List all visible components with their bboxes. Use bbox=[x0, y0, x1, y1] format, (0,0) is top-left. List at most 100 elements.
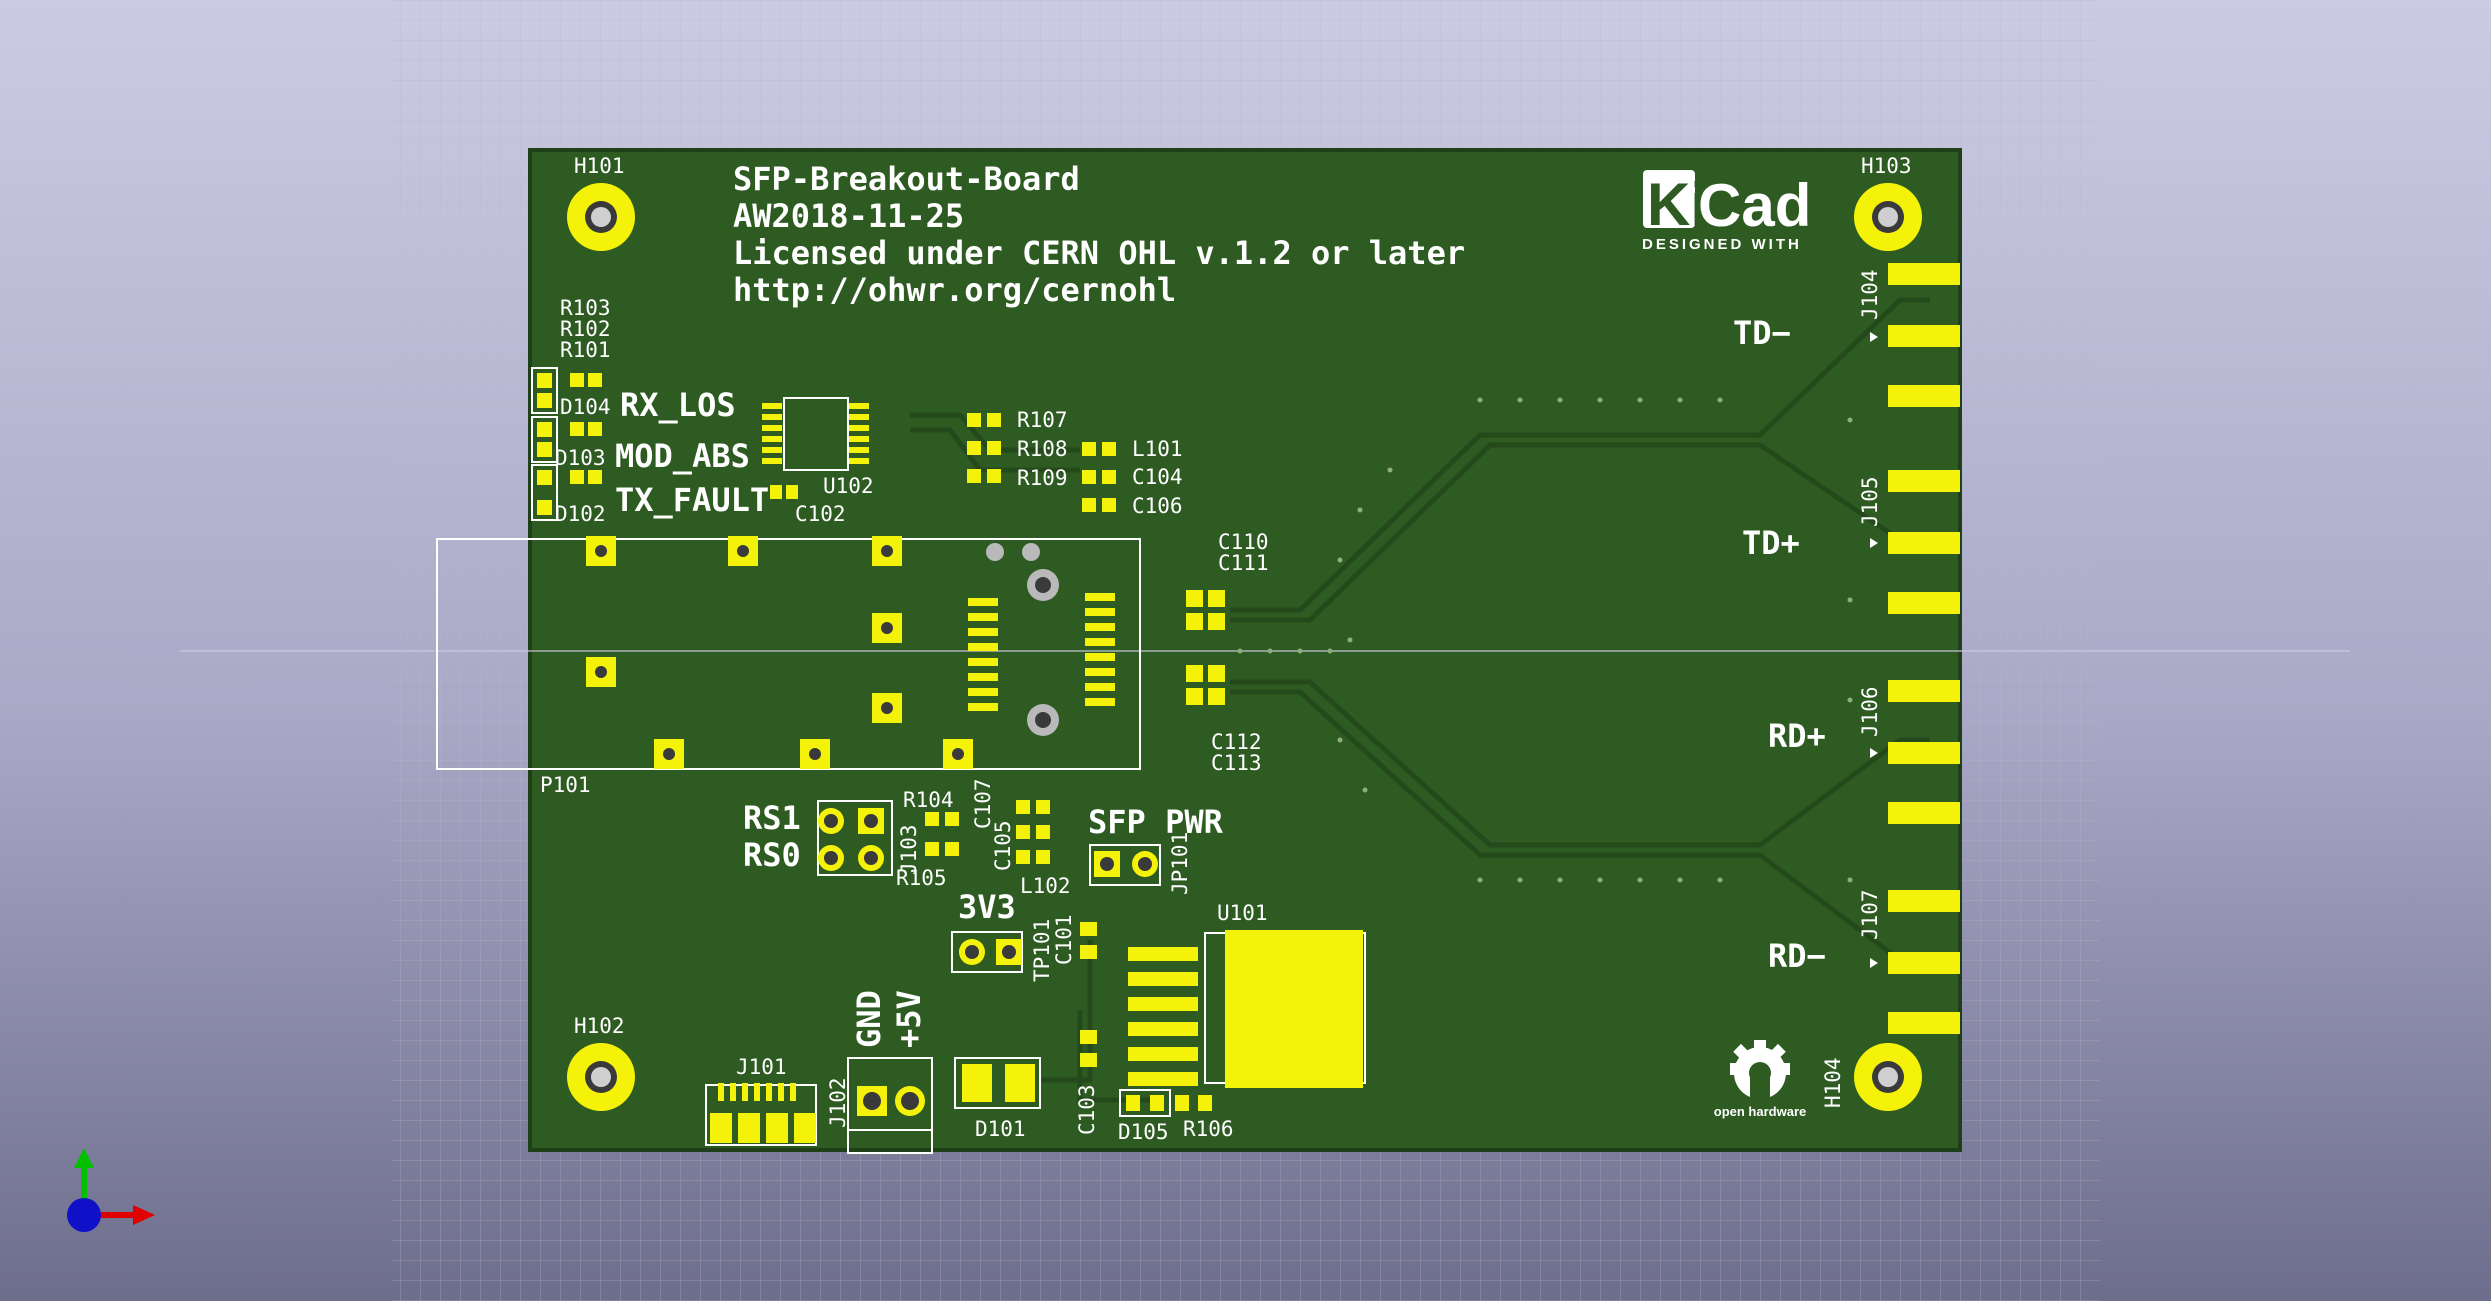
d105-outline bbox=[1119, 1089, 1171, 1117]
u101-regulator bbox=[1128, 930, 1366, 1088]
kicad-logo: Ki Cad DESIGNED WITH bbox=[1642, 170, 1811, 253]
svg-text:RD−: RD− bbox=[1768, 937, 1826, 975]
u102-footprint bbox=[762, 397, 869, 499]
axis-y-arrow-icon bbox=[74, 1148, 94, 1168]
svg-text:C106: C106 bbox=[1132, 494, 1183, 518]
svg-text:C107: C107 bbox=[971, 778, 995, 829]
svg-text:3V3: 3V3 bbox=[958, 888, 1016, 926]
svg-text:U101: U101 bbox=[1217, 901, 1268, 925]
svg-text:C103: C103 bbox=[1075, 1084, 1099, 1135]
svg-text:R105: R105 bbox=[896, 866, 947, 890]
svg-text:R108: R108 bbox=[1017, 437, 1068, 461]
svg-text:D102: D102 bbox=[555, 502, 606, 526]
tp101-testpoint bbox=[951, 931, 1023, 973]
passive-pads-mid bbox=[925, 800, 1050, 864]
pin1-markers bbox=[1870, 332, 1878, 968]
net-labels: RX_LOS MOD_ABS TX_FAULT TD− TD+ RD+ RD− … bbox=[615, 314, 1826, 1048]
svg-text:D103: D103 bbox=[555, 446, 606, 470]
svg-text:R107: R107 bbox=[1017, 408, 1068, 432]
svg-text:J101: J101 bbox=[736, 1055, 787, 1079]
svg-text:H104: H104 bbox=[1821, 1057, 1845, 1108]
svg-text:Cad: Cad bbox=[1698, 172, 1811, 239]
svg-text:R103: R103 bbox=[560, 296, 611, 320]
board-title: SFP-Breakout-Board bbox=[733, 160, 1080, 198]
board-date: AW2018-11-25 bbox=[733, 197, 964, 235]
svg-text:H103: H103 bbox=[1861, 154, 1912, 178]
board-license: Licensed under CERN OHL v.1.2 or later bbox=[733, 234, 1465, 272]
svg-text:L102: L102 bbox=[1020, 874, 1071, 898]
edge-pads bbox=[1888, 263, 1960, 1034]
svg-text:Ki: Ki bbox=[1647, 171, 1707, 238]
svg-text:J103: J103 bbox=[897, 824, 921, 875]
decoupling-pads bbox=[1080, 922, 1097, 1067]
svg-text:RD+: RD+ bbox=[1768, 717, 1826, 755]
svg-text:RX_LOS: RX_LOS bbox=[620, 386, 736, 424]
ac-coupling-caps bbox=[1186, 590, 1225, 705]
svg-text:J102: J102 bbox=[826, 1077, 850, 1128]
svg-text:R101: R101 bbox=[560, 338, 611, 362]
svg-text:R109: R109 bbox=[1017, 466, 1068, 490]
svg-text:TP101: TP101 bbox=[1030, 919, 1054, 982]
board-title-block: SFP-Breakout-Board AW2018-11-25 Licensed… bbox=[733, 160, 1465, 309]
svg-text:P101: P101 bbox=[540, 773, 591, 797]
mounting-holes bbox=[567, 183, 1922, 1111]
svg-text:R104: R104 bbox=[903, 788, 954, 812]
mounting-hole-h102 bbox=[567, 1043, 635, 1111]
svg-text:TD−: TD− bbox=[1733, 314, 1791, 352]
svg-text:R106: R106 bbox=[1183, 1117, 1234, 1141]
svg-text:D101: D101 bbox=[975, 1117, 1026, 1141]
led-outlines bbox=[531, 367, 558, 521]
svg-text:MOD_ABS: MOD_ABS bbox=[615, 437, 750, 475]
svg-text:D105: D105 bbox=[1118, 1120, 1169, 1144]
svg-text:RS0: RS0 bbox=[743, 836, 801, 874]
svg-text:RS1: RS1 bbox=[743, 799, 801, 837]
svg-text:TD+: TD+ bbox=[1742, 524, 1800, 562]
svg-text:open hardware: open hardware bbox=[1714, 1104, 1806, 1119]
j102-terminal bbox=[847, 1057, 933, 1154]
sfp-cage-p101 bbox=[436, 536, 1141, 770]
svg-text:R102: R102 bbox=[560, 317, 611, 341]
mounting-hole-h104 bbox=[1854, 1043, 1922, 1111]
via-stitching bbox=[1237, 397, 1853, 883]
board-url: http://ohwr.org/cernohl bbox=[733, 271, 1176, 309]
j103-header bbox=[817, 800, 893, 876]
reference-designators: H101 H103 H102 H104 R103 R102 R101 D104 … bbox=[540, 154, 1912, 1144]
svg-text:J105: J105 bbox=[1858, 476, 1882, 527]
passive-pads-top bbox=[967, 413, 1116, 512]
led-resistor-pads bbox=[537, 373, 602, 515]
svg-text:JP101: JP101 bbox=[1168, 832, 1192, 895]
svg-text:C105: C105 bbox=[991, 820, 1015, 871]
svg-text:GND: GND bbox=[850, 990, 888, 1048]
svg-text:U102: U102 bbox=[823, 474, 874, 498]
d101-diode bbox=[954, 1057, 1041, 1109]
svg-text:H101: H101 bbox=[574, 154, 625, 178]
axis-gizmo[interactable] bbox=[67, 1148, 155, 1232]
svg-text:C101: C101 bbox=[1052, 914, 1076, 965]
svg-text:J104: J104 bbox=[1858, 269, 1882, 320]
svg-text:SFP PWR: SFP PWR bbox=[1088, 803, 1224, 841]
mounting-hole-h101 bbox=[567, 183, 635, 251]
axis-x-arrow-icon bbox=[133, 1205, 155, 1225]
svg-text:+5V: +5V bbox=[890, 990, 928, 1048]
jp101-jumper bbox=[1089, 844, 1161, 886]
svg-text:TX_FAULT: TX_FAULT bbox=[615, 481, 769, 519]
d105-r106-pads bbox=[1126, 1095, 1212, 1111]
svg-text:J107: J107 bbox=[1858, 889, 1882, 940]
j101-usb bbox=[705, 1083, 817, 1146]
svg-text:H102: H102 bbox=[574, 1014, 625, 1038]
svg-text:C113: C113 bbox=[1211, 751, 1262, 775]
svg-text:C110: C110 bbox=[1218, 530, 1269, 554]
svg-text:C112: C112 bbox=[1211, 730, 1262, 754]
svg-text:C102: C102 bbox=[795, 502, 846, 526]
svg-text:L101: L101 bbox=[1132, 437, 1183, 461]
mounting-hole-h103 bbox=[1854, 183, 1922, 251]
svg-text:C104: C104 bbox=[1132, 465, 1183, 489]
svg-text:DESIGNED WITH: DESIGNED WITH bbox=[1642, 236, 1802, 253]
axis-z-icon bbox=[67, 1198, 101, 1232]
oshw-logo: open hardware bbox=[1714, 1040, 1806, 1119]
svg-text:J106: J106 bbox=[1858, 686, 1882, 737]
svg-text:D104: D104 bbox=[560, 395, 611, 419]
sfp-holes bbox=[986, 543, 1059, 736]
